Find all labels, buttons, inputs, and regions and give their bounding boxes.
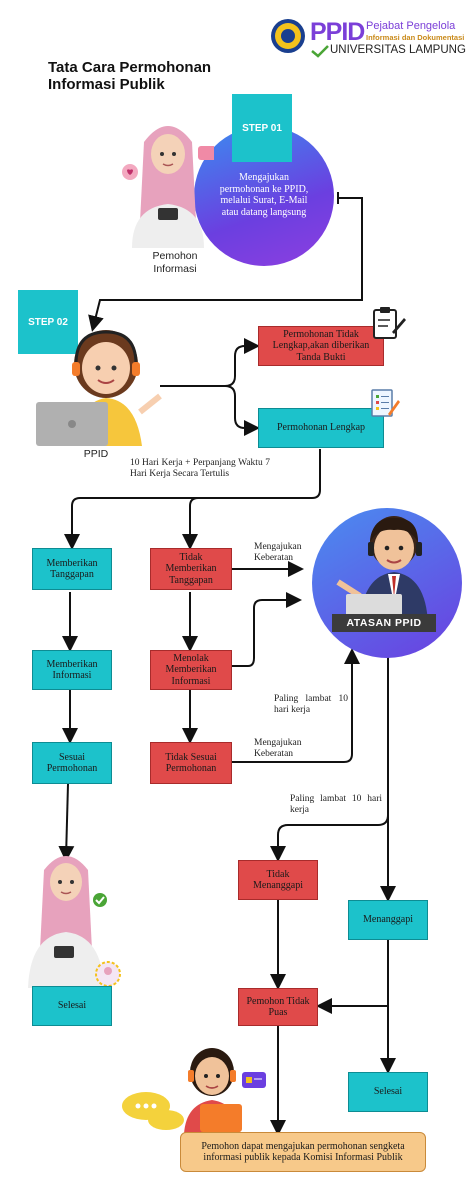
- as-requested-box: Sesuai Permohonan: [32, 742, 112, 784]
- step1-text: Mengajukan permohonan ke PPID, melalui S…: [219, 172, 309, 218]
- incomplete-request-box: Permohonan Tidak Lengkap,akan diberikan …: [258, 326, 384, 366]
- applicant-label: Pemohon Informasi: [152, 250, 198, 275]
- give-response-box: Memberikan Tanggapan: [32, 548, 112, 590]
- processing-deadline-note: 10 Hari Kerja + Perpanjang Waktu 7 Hari …: [130, 458, 270, 479]
- applicant-avatar: [118, 112, 220, 248]
- deadline-label-2: Paling lambat 10 hari kerja: [290, 794, 382, 815]
- deadline-label-1: Paling lambat 10 hari kerja: [274, 694, 348, 715]
- step2-badge-label: STEP 02: [28, 316, 68, 328]
- objection-label-1: Mengajukan Keberatan: [254, 542, 302, 563]
- objection-label-2: Mengajukan Keberatan: [254, 738, 302, 759]
- dispute-applicant-avatar: [114, 1042, 274, 1134]
- step1-badge-label: STEP 01: [242, 122, 282, 134]
- left-done-box: Selesai: [32, 986, 112, 1026]
- page-title-line1: Tata Cara Permohonan: [48, 59, 212, 76]
- not-as-requested-box: Tidak Sesuai Permohonan: [150, 742, 232, 784]
- supervisor-label-box: ATASAN PPID: [332, 614, 436, 632]
- university-logo: [268, 18, 308, 54]
- complete-request-box: Permohonan Lengkap: [258, 408, 384, 448]
- org-name-line1: Pejabat Pengelola: [366, 20, 456, 32]
- ppid-logo-text: PPID: [310, 18, 365, 46]
- page-title: Tata Cara Permohonan Informasi Publik: [48, 59, 212, 93]
- checklist-icon: [370, 388, 400, 425]
- checkmark-logo-icon: [310, 44, 330, 63]
- satisfied-applicant-avatar: [22, 856, 130, 988]
- dissatisfied-box: Pemohon Tidak Puas: [238, 988, 318, 1026]
- supervisor-avatar: [330, 512, 450, 624]
- dispute-note-box: Pemohon dapat mengajukan permohonan seng…: [180, 1132, 426, 1172]
- page-title-line2: Informasi Publik: [48, 75, 165, 93]
- step2-badge: STEP 02: [18, 290, 78, 354]
- no-reply-box: Tidak Menanggapi: [238, 860, 318, 900]
- ppid-officer-label: PPID: [83, 448, 109, 460]
- clipboard-pen-icon: [370, 304, 406, 345]
- give-information-box: Memberikan Informasi: [32, 650, 112, 690]
- supervisor-label: ATASAN PPID: [346, 617, 422, 629]
- university-name: UNIVERSITAS LAMPUNG: [330, 44, 466, 56]
- right-done-box: Selesai: [348, 1072, 428, 1112]
- no-response-box: Tidak Memberikan Tanggapan: [150, 548, 232, 590]
- org-name-line2: Informasi dan Dokumentasi: [366, 33, 465, 42]
- reply-box: Menanggapi: [348, 900, 428, 940]
- refuse-information-box: Menolak Memberikan Informasi: [150, 650, 232, 690]
- ppid-officer-avatar: [36, 324, 162, 446]
- step1-badge: STEP 01: [232, 94, 292, 162]
